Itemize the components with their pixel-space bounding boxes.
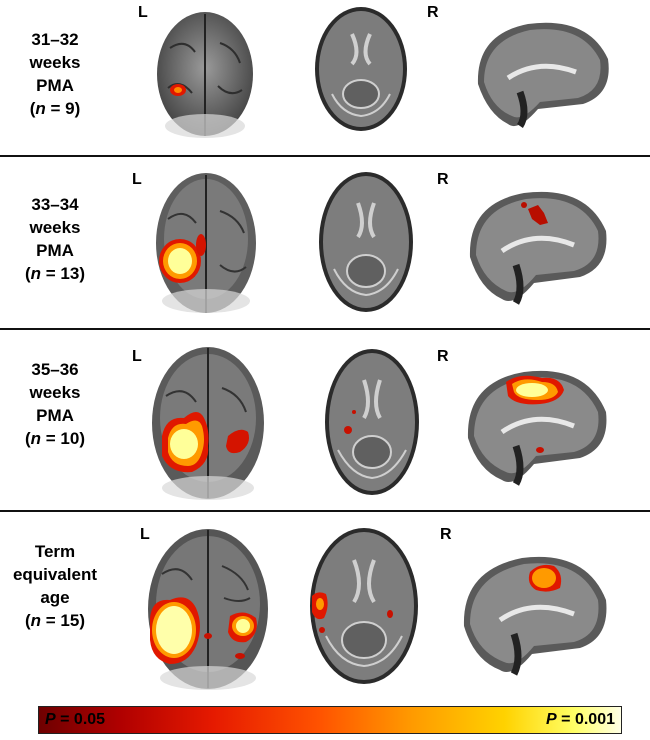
row-label-4: Term equivalent age (n = 15): [0, 540, 110, 632]
row-label-line: 31–32: [31, 30, 79, 49]
row-label-1: 31–32 weeks PMA (n = 9): [0, 28, 110, 120]
row-divider: [0, 155, 650, 157]
left-marker: L: [132, 348, 142, 365]
brain-axial-surface-icon: [157, 12, 253, 138]
right-marker: R: [427, 4, 439, 21]
right-marker: R: [437, 348, 449, 365]
brain-axial-slice-icon: [310, 528, 418, 684]
row-label-line: weeks: [29, 383, 81, 402]
right-marker: R: [440, 526, 452, 543]
row-label-line: PMA: [36, 76, 74, 95]
row-label-line: weeks: [29, 53, 81, 72]
row-label-line: age: [40, 588, 70, 607]
row-n-label: (n = 10): [24, 429, 86, 448]
panel-row-3: 35–36 weeks PMA (n = 10) L R: [0, 330, 650, 510]
row-label-line: PMA: [36, 406, 74, 425]
brain-sagittal-slice-icon: [477, 22, 609, 128]
brain-axial-slice-icon: [325, 349, 419, 495]
row-label-line: weeks: [29, 218, 81, 237]
brain-axial-surface-icon: [156, 173, 256, 313]
row-divider: [0, 328, 650, 330]
panel-row-2: 33–34 weeks PMA (n = 13) L R: [0, 157, 650, 328]
colorbar-high-label: P = 0.001: [546, 711, 615, 728]
row-divider: [0, 510, 650, 512]
panel-row-4: Term equivalent age (n = 15) L R: [0, 512, 650, 698]
row-label-line: 35–36: [31, 360, 79, 379]
row-label-line: Term: [34, 542, 76, 561]
left-marker: L: [132, 171, 142, 188]
brain-axial-slice-icon: [315, 7, 407, 131]
left-marker: L: [140, 526, 150, 543]
row-label-line: equivalent: [12, 565, 98, 584]
colorbar-low-label: P = 0.05: [45, 711, 106, 728]
brain-sagittal-slice-icon: [463, 556, 607, 676]
brain-sagittal-slice-icon: [469, 191, 607, 305]
row-label-line: 33–34: [31, 195, 79, 214]
row-label-3: 35–36 weeks PMA (n = 10): [0, 358, 110, 450]
brain-axial-slice-icon: [319, 172, 413, 312]
row-n-label: (n = 9): [29, 99, 81, 118]
left-marker: L: [138, 4, 148, 21]
brain-axial-surface-icon: [152, 347, 264, 500]
p-value-colorbar: P = 0.05 P = 0.001: [38, 706, 622, 734]
right-marker: R: [437, 171, 449, 188]
brain-sagittal-slice-icon: [467, 370, 607, 486]
row-n-label: (n = 15): [24, 611, 86, 630]
brain-axial-surface-icon: [148, 529, 268, 690]
row-label-2: 33–34 weeks PMA (n = 13): [0, 193, 110, 285]
row-n-label: (n = 13): [24, 264, 86, 283]
row-label-line: PMA: [36, 241, 74, 260]
panel-row-1: 31–32 weeks PMA (n = 9) L R: [0, 0, 650, 155]
